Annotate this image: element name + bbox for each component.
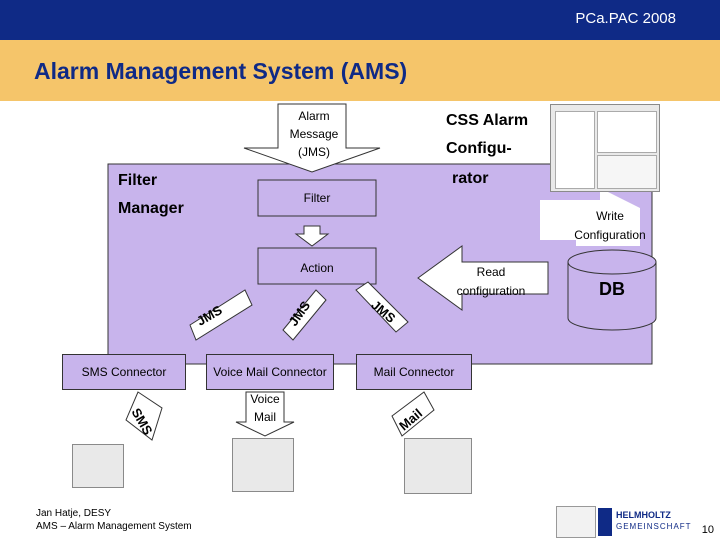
filter-manager-label-2: Manager bbox=[118, 200, 184, 217]
action-box bbox=[257, 247, 377, 285]
css-configurator-line1: CSS Alarm bbox=[446, 112, 529, 129]
write-configuration-line2: Configuration bbox=[574, 228, 646, 242]
mail-screenshot-image bbox=[404, 438, 472, 494]
read-configuration-line2: configuration bbox=[456, 284, 526, 298]
voicemail-connector-box: Voice Mail Connector bbox=[206, 354, 334, 390]
alarm-message-line3: (JMS) bbox=[298, 145, 330, 159]
mail-arrow bbox=[391, 391, 435, 437]
action-label: Action bbox=[300, 261, 334, 275]
voice-mail-line2: Mail bbox=[253, 410, 276, 424]
title-bar bbox=[0, 40, 720, 101]
sms-connector-box: SMS Connector bbox=[62, 354, 186, 390]
jms-arrow-right bbox=[355, 281, 409, 333]
helmholtz-logo-text-1: HELMHOLTZ bbox=[616, 510, 671, 520]
db-label: DB bbox=[599, 279, 625, 299]
page-number: 10 bbox=[701, 524, 714, 536]
read-configuration-arrow bbox=[417, 245, 549, 311]
read-configuration-line1: Read bbox=[476, 265, 506, 279]
voice-mail-line1: Voice bbox=[250, 392, 280, 406]
voicemail-connector-label: Voice Mail Connector bbox=[213, 365, 327, 379]
jms-arrow-mid bbox=[282, 289, 327, 341]
filter-to-action-arrow bbox=[294, 225, 330, 247]
desy-logo bbox=[556, 506, 596, 538]
configurator-screenshot bbox=[550, 104, 660, 192]
filter-box bbox=[257, 179, 377, 217]
conference-label: PCa.PAC 2008 bbox=[575, 10, 676, 27]
voice-phone-image bbox=[232, 438, 294, 492]
header-bar bbox=[0, 0, 720, 40]
db-cylinder bbox=[567, 262, 657, 331]
write-configuration-arrow bbox=[540, 188, 640, 246]
voice-mail-arrow bbox=[235, 391, 295, 437]
footer-subtitle: AMS – Alarm Management System bbox=[36, 521, 192, 532]
alarm-message-line2: Message bbox=[289, 127, 339, 141]
helmholtz-logo-text-2: GEMEINSCHAFT bbox=[616, 522, 692, 531]
css-configurator-line2: Configu- bbox=[446, 140, 512, 157]
slide-title: Alarm Management System (AMS) bbox=[34, 58, 408, 84]
footer-author: Jan Hatje, DESY bbox=[36, 508, 112, 519]
sms-connector-label: SMS Connector bbox=[81, 365, 167, 379]
alarm-message-line1: Alarm bbox=[298, 109, 330, 123]
sms-arrow bbox=[125, 391, 163, 441]
css-configurator-line3: rator bbox=[452, 170, 489, 187]
mail-connector-box: Mail Connector bbox=[356, 354, 472, 390]
filter-label: Filter bbox=[303, 191, 331, 205]
filter-manager-label-1: Filter bbox=[118, 172, 158, 189]
mail-connector-label: Mail Connector bbox=[373, 365, 455, 379]
alarm-message-arrow bbox=[243, 103, 381, 173]
helmholtz-logo-mark bbox=[598, 508, 612, 536]
sms-phone-image bbox=[72, 444, 124, 488]
jms-arrow-left bbox=[189, 289, 253, 341]
write-configuration-line1: Write bbox=[596, 209, 624, 223]
